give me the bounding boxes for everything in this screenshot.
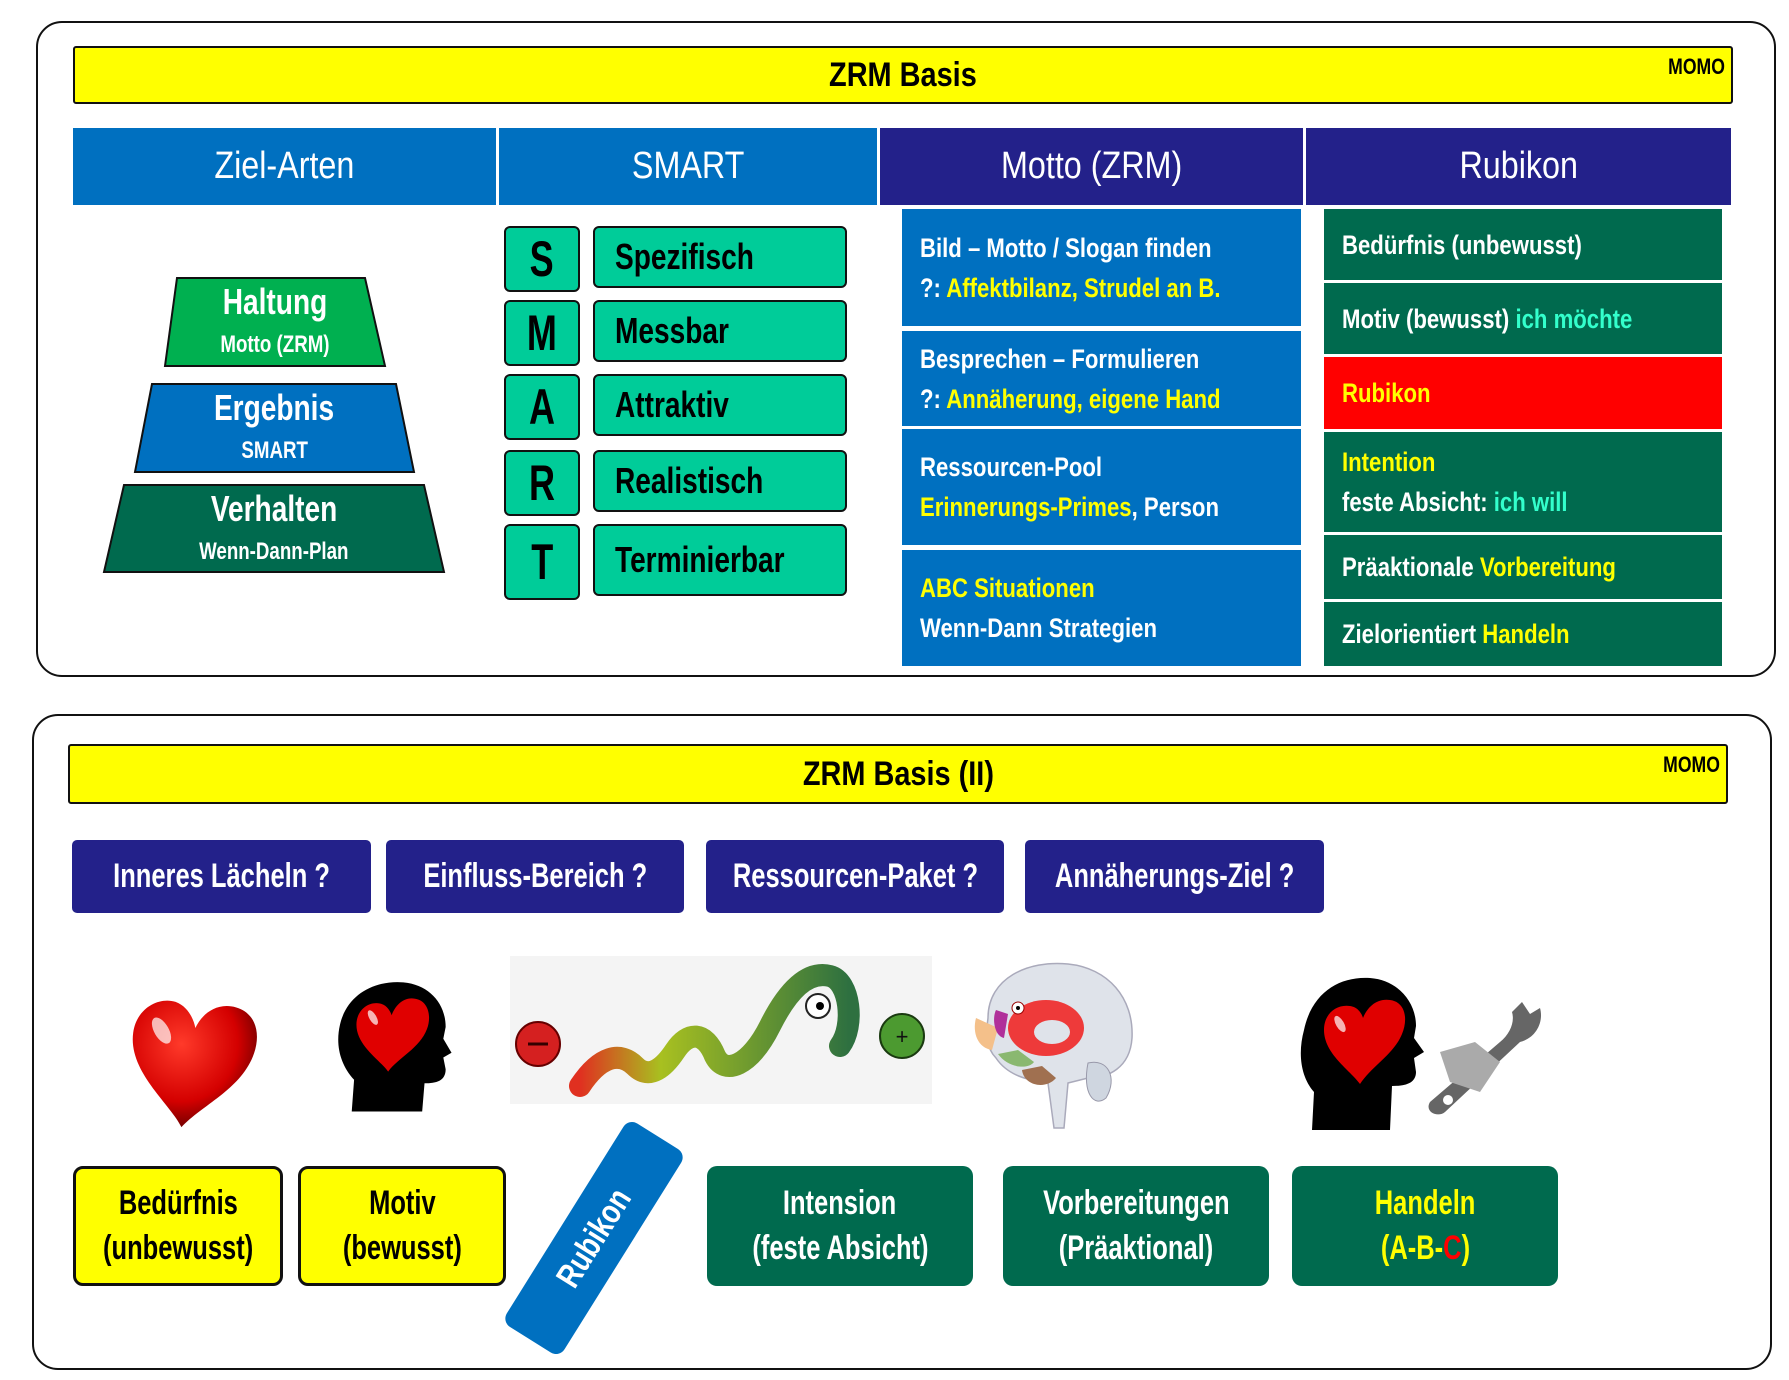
pyramid-haltung: Haltung Motto (ZRM) [163,277,387,367]
pyramid-verhalten: Verhalten Wenn-Dann-Plan [102,484,446,574]
box-handeln: Handeln (A-B-C) [1292,1166,1558,1286]
question-einfluss-bereich[interactable]: Einfluss-Bereich ? [386,840,684,913]
pyramid-title: Haltung [222,281,328,322]
motto-cell-ressourcen: Ressourcen-Pool Erinnerungs-Primes, Pers… [902,429,1301,545]
question-ressourcen-paket[interactable]: Ressourcen-Paket ? [706,840,1004,913]
smart-letter-m: M [504,300,580,366]
question-annaeherungs-ziel[interactable]: Annäherungs-Ziel ? [1025,840,1324,913]
question-inneres-laecheln[interactable]: Inneres Lächeln ? [72,840,371,913]
head-with-heart-and-tools-icon [1300,977,1542,1130]
motto-line: Bild – Motto / Slogan finden [920,232,1212,263]
motto-line: ?: Affektbilanz, Strudel an B. [920,272,1221,303]
smart-word-attraktiv: Attraktiv [593,374,847,436]
banner-zrm-basis: ZRM Basis MOMO [73,46,1733,104]
header-label: Motto (ZRM) [1000,145,1183,187]
box-intension: Intension(feste Absicht) [707,1166,973,1286]
rubikon-cell-praeaktional: Präaktionale Vorbereitung [1324,535,1722,599]
snake-affect-balance-image: + [510,956,932,1104]
trapezoid-shape [102,484,446,573]
rubikon-cell-handeln: Zielorientiert Handeln [1324,602,1722,666]
header-label: Rubikon [1459,145,1578,187]
banner-tag: MOMO [1663,752,1720,777]
banner-zrm-basis-2: ZRM Basis (II) MOMO [68,744,1728,804]
rubikon-cell-intention: Intention feste Absicht: ich will [1324,432,1722,532]
smart-word-realistisch: Realistisch [593,450,847,512]
smart-letter-a: A [504,374,580,440]
rubikon-cell-motiv: Motiv (bewusst) ich möchte [1324,283,1722,354]
pyramid-title: Verhalten [210,488,338,529]
header-label: Ziel-Arten [214,145,355,187]
motto-line: Wenn-Dann Strategien [920,613,1158,643]
smart-word-spezifisch: Spezifisch [593,226,847,288]
smart-word-messbar: Messbar [593,300,847,362]
motto-line: ?: Annäherung, eigene Hand [920,383,1221,414]
smart-letter-t: T [504,524,580,600]
pyramid-ergebnis: Ergebnis SMART [133,383,416,473]
banner-title: ZRM Basis (II) [802,754,994,793]
brain-limbic-image [974,962,1133,1129]
banner-title: ZRM Basis [829,55,977,94]
header-motto: Motto (ZRM) [880,128,1303,205]
smart-letter-r: R [504,450,580,516]
pyramid-title: Ergebnis [214,387,335,428]
header-ziel-arten: Ziel-Arten [73,128,496,205]
smart-word-terminierbar: Terminierbar [593,524,847,596]
box-motiv: Motiv(bewusst) [298,1166,506,1286]
banner-tag: MOMO [1668,54,1725,79]
pyramid-subtitle: Motto (ZRM) [220,331,330,358]
motto-line: Besprechen – Formulieren [920,343,1200,374]
pyramid-subtitle: Wenn-Dann-Plan [199,538,349,565]
header-label: SMART [631,145,745,187]
header-smart: SMART [499,128,877,205]
motto-line: ABC Situationen [920,573,1095,603]
motto-cell-besprechen: Besprechen – Formulieren ?: Annäherung, … [902,331,1301,426]
motto-line: Erinnerungs-Primes, Person [920,492,1219,522]
trapezoid-shape [163,277,387,367]
pyramid-subtitle: SMART [241,437,308,464]
heart-icon [132,1000,257,1128]
motto-cell-bild: Bild – Motto / Slogan finden ?: Affektbi… [902,209,1301,326]
motto-line: Ressourcen-Pool [920,452,1103,482]
header-rubikon: Rubikon [1306,128,1731,205]
box-beduerfnis: Bedürfnis(unbewusst) [73,1166,283,1286]
motto-cell-abc: ABC Situationen Wenn-Dann Strategien [902,550,1301,666]
head-with-heart-icon [338,982,452,1112]
svg-text:+: + [896,1024,909,1049]
rubikon-cell-beduerfnis: Bedürfnis (unbewusst) [1324,209,1722,280]
smart-letter-s: S [504,226,580,292]
box-vorbereitungen: Vorbereitungen(Präaktional) [1003,1166,1269,1286]
rubikon-cell-rubikon: Rubikon [1324,357,1722,429]
trapezoid-shape [133,383,416,473]
